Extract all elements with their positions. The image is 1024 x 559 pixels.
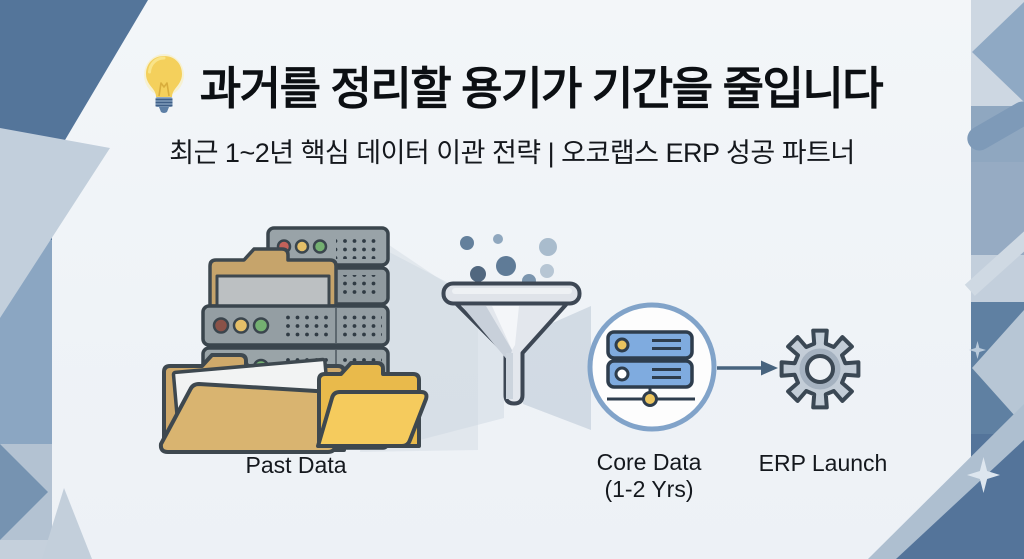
arrow-right-icon (717, 360, 778, 376)
gear-icon (779, 328, 861, 410)
past-data-label: Past Data (246, 452, 347, 478)
page-subtitle: 최근 1~2년 핵심 데이터 이관 전략 | 오코랩스 ERP 성공 파트너 (169, 138, 855, 168)
decor-left-bottom-block (0, 540, 52, 559)
beam-right (523, 306, 591, 430)
folder-icon (208, 247, 338, 308)
core-data-sublabel: (1-2 Yrs) (604, 476, 693, 502)
server-stack-folders-icon (158, 226, 429, 454)
database-circle-icon (587, 302, 717, 432)
folder-icon (316, 361, 429, 448)
open-folder-icon (158, 353, 357, 454)
page-title: 과거를 정리할 용기가 기간을 줄입니다 (199, 62, 884, 114)
erp-launch-label: ERP Launch (759, 450, 888, 476)
data-dots (460, 234, 557, 288)
lightbulb-icon (143, 54, 184, 113)
header: 과거를 정리할 용기가 기간을 줄입니다 (0, 48, 1024, 120)
core-data-label: Core Data (597, 449, 702, 475)
decor-left-dot-pattern (0, 318, 52, 406)
funnel-icon (441, 234, 582, 406)
